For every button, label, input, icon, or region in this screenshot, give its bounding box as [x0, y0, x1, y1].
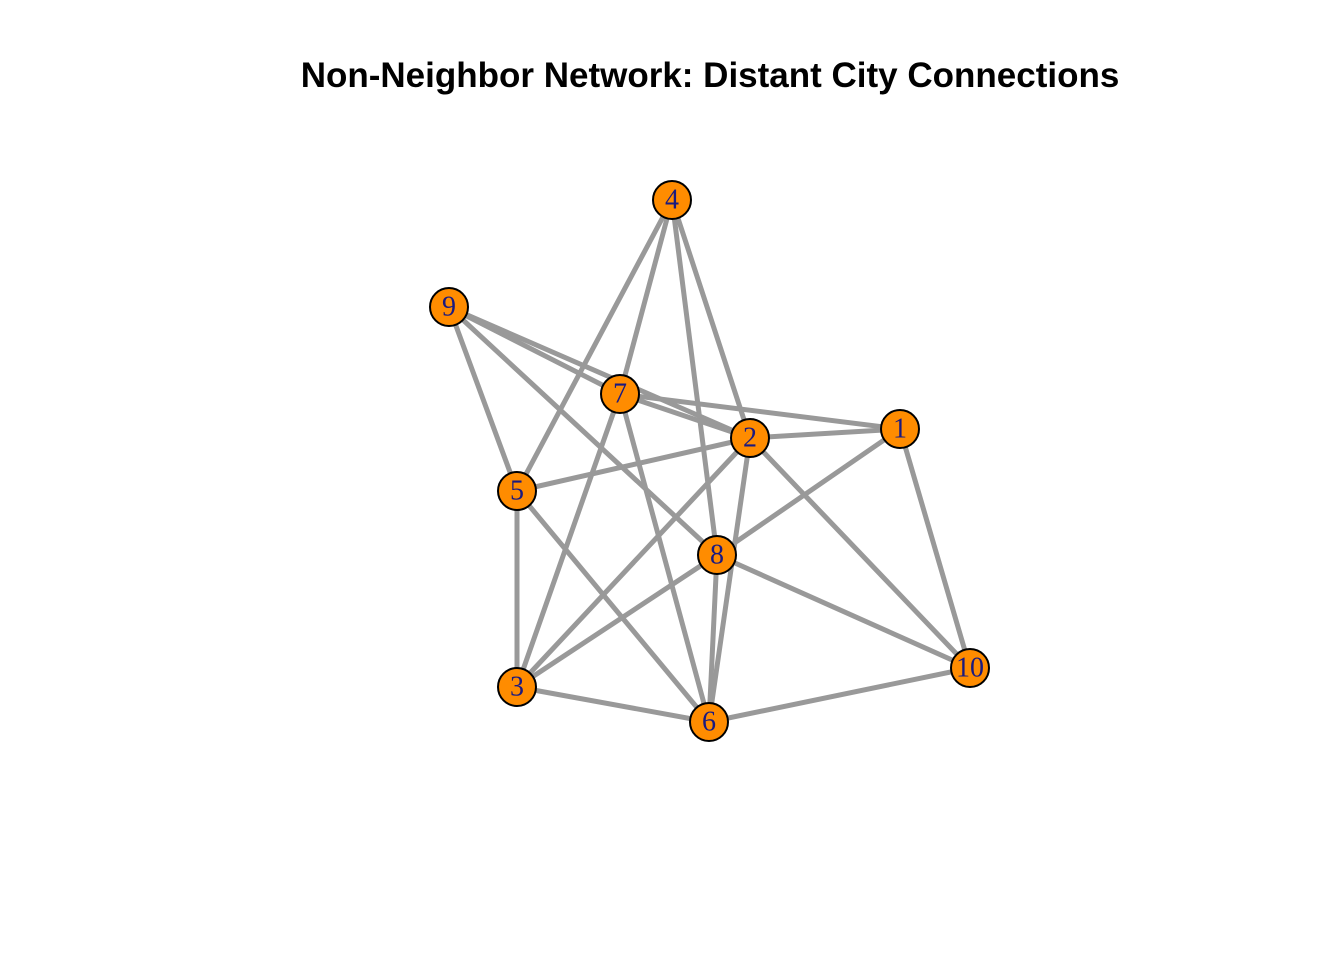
edge-7-1: [617, 391, 903, 432]
edge-7-3: [514, 391, 623, 690]
node-label: 2: [743, 423, 757, 454]
edge-9-2: [446, 304, 753, 441]
node-6: 6: [689, 702, 729, 742]
edge-4-7: [617, 197, 675, 397]
node-5: 5: [497, 471, 537, 511]
node-circle: [600, 374, 640, 414]
node-label: 8: [710, 540, 724, 571]
node-circle: [689, 702, 729, 742]
edge-4-5: [514, 197, 675, 494]
node-circle: [429, 287, 469, 327]
node-label: 10: [956, 653, 984, 684]
node-4: 4: [652, 180, 692, 220]
node-label: 5: [510, 476, 524, 507]
node-circle: [880, 409, 920, 449]
edge-8-6: [706, 552, 720, 725]
edge-7-2: [617, 391, 753, 441]
edge-2-3: [514, 435, 753, 690]
node-label: 4: [665, 185, 679, 216]
edge-1-10: [897, 426, 973, 671]
edge-1-8: [714, 426, 903, 558]
edge-9-5: [446, 304, 520, 494]
node-10: 10: [950, 648, 990, 688]
nodes-layer: 1 2 3 4 5 6 7 8 9 10: [429, 180, 990, 742]
node-label: 3: [510, 672, 524, 703]
node-label: 1: [893, 414, 907, 445]
edge-4-2: [669, 197, 753, 441]
node-9: 9: [429, 287, 469, 327]
node-circle: [652, 180, 692, 220]
node-label: 7: [613, 379, 627, 410]
edge-2-5: [514, 435, 753, 494]
edge-2-10: [747, 435, 973, 671]
node-1: 1: [880, 409, 920, 449]
edges-layer: [446, 197, 973, 725]
node-circle: [730, 418, 770, 458]
node-circle: [497, 471, 537, 511]
edge-5-6: [514, 488, 712, 725]
node-3: 3: [497, 667, 537, 707]
node-circle: [497, 667, 537, 707]
node-circle: [950, 648, 990, 688]
plot-title: Non-Neighbor Network: Distant City Conne…: [300, 56, 1120, 95]
edge-8-10: [714, 552, 973, 671]
node-8: 8: [697, 535, 737, 575]
edge-7-6: [617, 391, 712, 725]
edge-9-8: [446, 304, 720, 558]
node-circle: [697, 535, 737, 575]
edge-2-1: [747, 426, 903, 441]
edge-8-3: [514, 552, 720, 690]
edge-3-6: [514, 684, 712, 725]
edge-4-8: [669, 197, 720, 558]
node-label: 9: [442, 292, 456, 323]
node-2: 2: [730, 418, 770, 458]
edge-6-10: [706, 665, 973, 725]
node-label: 6: [702, 707, 716, 738]
node-7: 7: [600, 374, 640, 414]
edge-2-6: [706, 435, 753, 725]
